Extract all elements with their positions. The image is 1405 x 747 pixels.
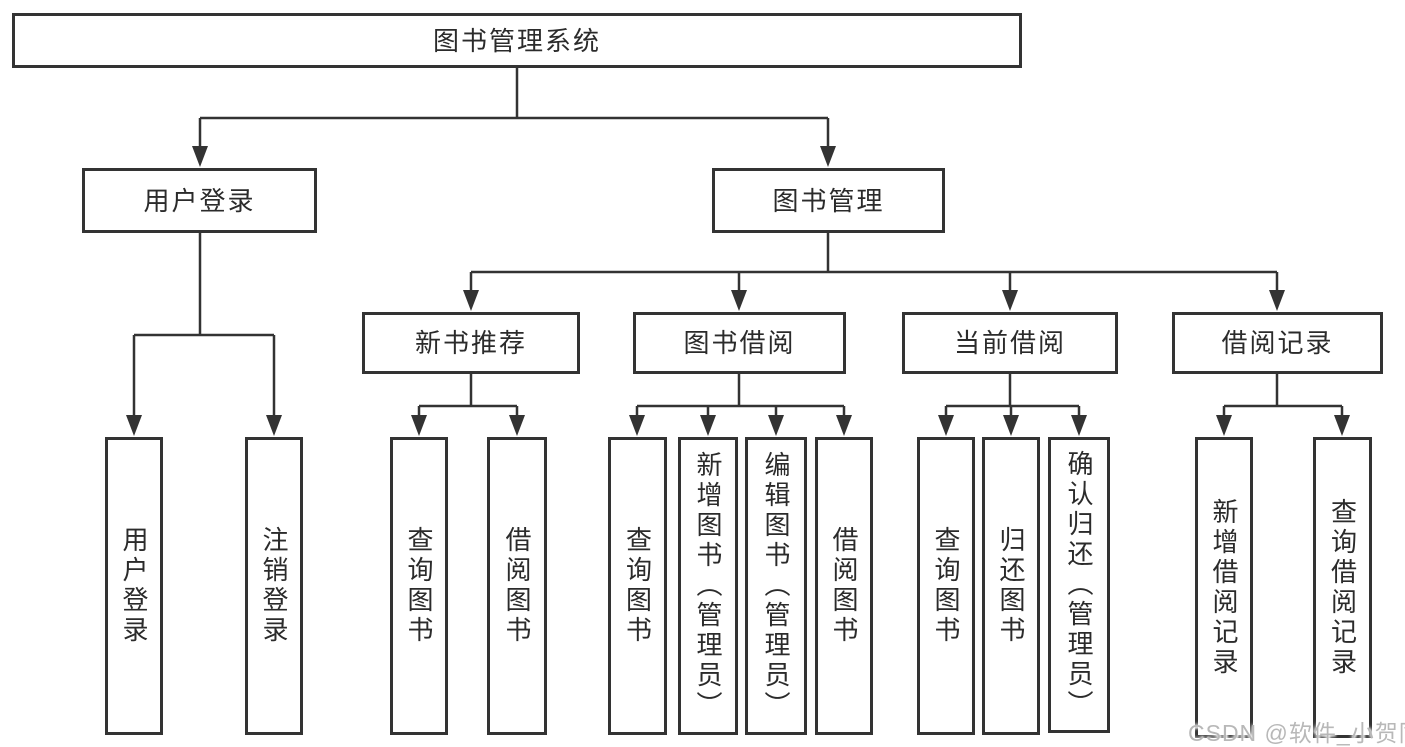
node-root: 图书管理系统 (12, 13, 1022, 68)
leaf-logout: 注销登录 (245, 437, 303, 735)
leaf-add-books-admin: 新增图书（管理员） (678, 437, 738, 735)
tree-edges (132, 68, 1344, 418)
leaf-user-login: 用户登录 (105, 437, 163, 735)
node-new-book-recommend: 新书推荐 (362, 312, 580, 374)
leaf-return-books: 归还图书 (982, 437, 1040, 735)
leaf-query-books-current: 查询图书 (917, 437, 975, 735)
leaf-query-borrow-record: 查询借阅记录 (1313, 437, 1372, 738)
node-borrowing-records: 借阅记录 (1172, 312, 1383, 374)
node-book-management: 图书管理 (712, 168, 945, 233)
leaf-query-books-recommend: 查询图书 (390, 437, 448, 735)
leaf-query-books-borrow: 查询图书 (608, 437, 667, 735)
leaf-confirm-return-admin: 确认归还（管理员） (1048, 437, 1110, 733)
leaf-edit-books-admin: 编辑图书（管理员） (745, 437, 807, 735)
node-book-borrowing: 图书借阅 (633, 312, 846, 374)
arrowhead-icons (126, 146, 1350, 436)
leaf-borrow-books: 借阅图书 (815, 437, 873, 735)
leaf-borrow-books-recommend: 借阅图书 (487, 437, 547, 735)
node-current-borrowing: 当前借阅 (902, 312, 1118, 374)
watermark: CSDN @软件_小贺同学 (1188, 720, 1405, 746)
node-user-login: 用户登录 (82, 168, 317, 233)
leaf-add-borrow-record: 新增借阅记录 (1195, 437, 1253, 738)
